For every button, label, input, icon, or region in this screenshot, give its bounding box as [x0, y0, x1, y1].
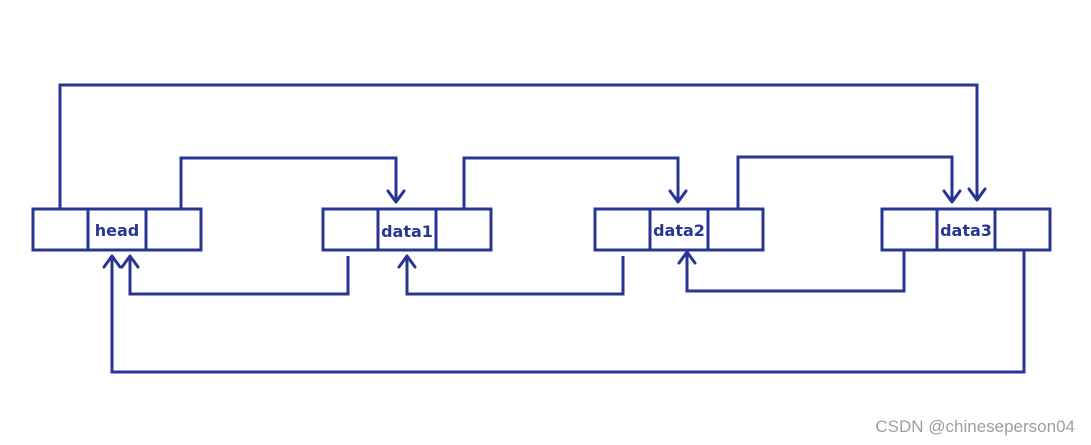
node-data2: data2 — [593, 207, 765, 252]
node-data3-label: data3 — [940, 221, 992, 240]
node-data3-box — [880, 207, 1052, 252]
node-data1: data1 — [321, 207, 493, 252]
link-data2-to-data3-next — [736, 155, 962, 209]
arrowhead-down — [967, 187, 987, 202]
arrowhead-down — [386, 189, 406, 204]
link-head-to-data3-prev — [58, 83, 987, 209]
node-data1-box — [321, 207, 493, 252]
link-data3-to-head-next — [102, 250, 1026, 374]
node-data1-label: data1 — [381, 222, 433, 241]
arrowhead-down — [668, 189, 688, 204]
link-head-to-data1-next — [179, 156, 406, 209]
arrowhead-up — [397, 254, 417, 269]
arrowhead-down — [942, 189, 962, 204]
node-data2-box — [593, 207, 765, 252]
arrowhead-up — [102, 254, 122, 269]
node-data3: data3 — [880, 207, 1052, 252]
node-data2-label: data2 — [653, 221, 705, 240]
link-data3-to-data2-prev — [677, 250, 906, 293]
arrowhead-up — [677, 250, 697, 265]
node-head-label: head — [95, 221, 140, 240]
link-data1-to-data2-next — [462, 156, 688, 209]
link-data1-to-head-prev — [120, 254, 350, 296]
arrowhead-up — [120, 254, 140, 269]
link-data2-to-data1-prev — [397, 254, 625, 296]
node-head-box — [31, 207, 203, 252]
watermark-text: CSDN @chineseperson04 — [875, 417, 1075, 436]
node-head: head — [31, 207, 203, 252]
